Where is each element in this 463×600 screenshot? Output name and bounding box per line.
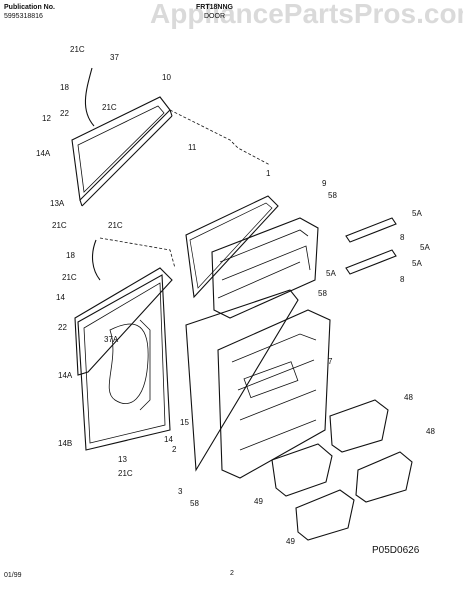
callout-21c: 21C: [108, 221, 123, 230]
callout-1: 1: [266, 169, 271, 178]
callout-21c: 21C: [70, 45, 85, 54]
door-bin-48-upper: [329, 399, 389, 453]
fresh-food-door-frame: [77, 274, 171, 451]
callout-58: 58: [318, 289, 327, 298]
freezer-gasket-1: [185, 195, 279, 299]
callout-10: 10: [162, 73, 171, 82]
freezer-door-gasket: [77, 105, 165, 193]
footer-date: 01/99: [4, 572, 22, 579]
publication-label: Publication No.: [4, 4, 55, 11]
callout-48: 48: [404, 393, 413, 402]
fresh-food-liner-7: [217, 309, 331, 479]
callout-37a: 37A: [104, 335, 119, 344]
door-bin-49-lower: [295, 489, 355, 541]
fresh-food-door-outline: [74, 267, 173, 376]
hinge-cable-lower: [91, 239, 101, 281]
callout-5a: 5A: [412, 259, 422, 268]
callout-21c: 21C: [52, 221, 67, 230]
freezer-door-liner-9: [211, 217, 319, 319]
publication-number: 5995318816: [4, 13, 43, 20]
watermark: AppliancePartsPros.com: [150, 0, 463, 29]
callout-22: 22: [58, 323, 67, 332]
callout-21c: 21C: [118, 469, 133, 478]
callout-18: 18: [66, 251, 75, 260]
callout-8: 8: [400, 233, 405, 242]
callout-58: 58: [328, 191, 337, 200]
door-bin-49-upper: [271, 443, 333, 497]
shelf-rail-lower: [345, 249, 397, 275]
callout-49: 49: [254, 497, 263, 506]
callout-37: 37: [110, 53, 119, 62]
callout-15: 15: [180, 418, 189, 427]
callout-labels: 21C 37 10 18 21C 22 12 14A 11 1 9 58 5A …: [36, 45, 435, 546]
callout-14: 14: [164, 435, 173, 444]
callout-58: 58: [190, 499, 199, 508]
fresh-food-gasket-2: [185, 289, 299, 472]
callout-14: 14: [56, 293, 65, 302]
callout-12: 12: [42, 114, 51, 123]
callout-48: 48: [426, 427, 435, 436]
model-number: FRT18NNG: [196, 4, 233, 11]
fresh-food-door-gasket: [83, 282, 166, 444]
callout-11: 11: [188, 143, 197, 152]
diagram-code: P05D0626: [372, 545, 420, 556]
callout-13: 13: [118, 455, 127, 464]
callout-14a: 14A: [36, 149, 51, 158]
callout-5a: 5A: [420, 243, 430, 252]
diagram-drawing: [71, 67, 413, 541]
callout-49: 49: [286, 537, 295, 546]
callout-21c: 21C: [62, 273, 77, 282]
callout-14b: 14B: [58, 439, 72, 448]
callout-5a: 5A: [412, 209, 422, 218]
callout-18: 18: [60, 83, 69, 92]
callout-5a: 5A: [326, 269, 336, 278]
alignment-dashed-line: [169, 109, 271, 166]
callout-3: 3: [178, 487, 183, 496]
callout-9: 9: [322, 179, 327, 188]
dairy-door: [243, 361, 299, 399]
callout-22: 22: [60, 109, 69, 118]
callout-2: 2: [172, 445, 177, 454]
callout-14a: 14A: [58, 371, 73, 380]
callout-13a: 13A: [50, 199, 65, 208]
door-insulation-37a: [108, 323, 149, 404]
shelf-rail-upper: [345, 217, 397, 243]
callout-8: 8: [400, 275, 405, 284]
footer-page: 2: [230, 570, 234, 577]
freezer-door-edge: [79, 199, 83, 207]
hinge-cable-upper: [84, 67, 95, 127]
callout-21c: 21C: [102, 103, 117, 112]
door-bin-48-lower: [355, 451, 413, 503]
section-title: DOOR: [204, 13, 225, 20]
callout-7: 7: [328, 357, 333, 366]
